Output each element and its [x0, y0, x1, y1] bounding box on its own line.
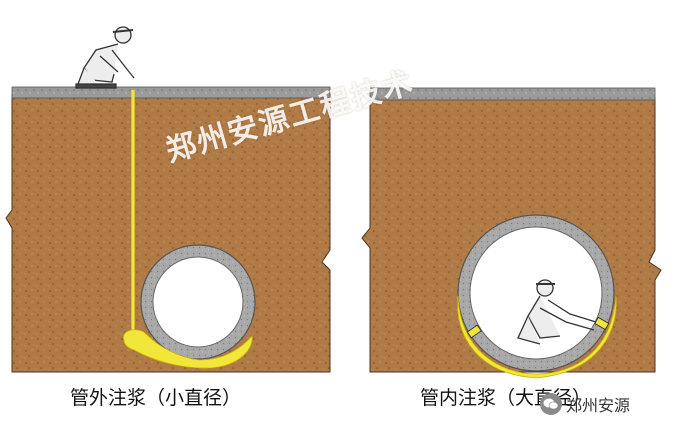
- worker-surface-figure: [75, 26, 135, 89]
- brand-name: 郑州安源: [566, 396, 631, 415]
- brand-badge: 郑州安源: [540, 392, 630, 416]
- right-pipe-bore: [469, 226, 603, 360]
- right-road-surface: [369, 87, 656, 101]
- left-grout-layer: [123, 329, 253, 369]
- right-panel: [361, 87, 662, 379]
- grout-nozzles: [466, 316, 610, 339]
- worker-in-pipe-figure: [517, 279, 597, 345]
- caption-external-grouting: 管外注浆（小直径）: [70, 387, 242, 409]
- right-grout-layer: [457, 295, 617, 379]
- left-pipe-bore: [152, 256, 244, 348]
- left-panel: [5, 26, 331, 373]
- left-road-surface: [11, 86, 331, 99]
- wechat-icon: [540, 393, 562, 415]
